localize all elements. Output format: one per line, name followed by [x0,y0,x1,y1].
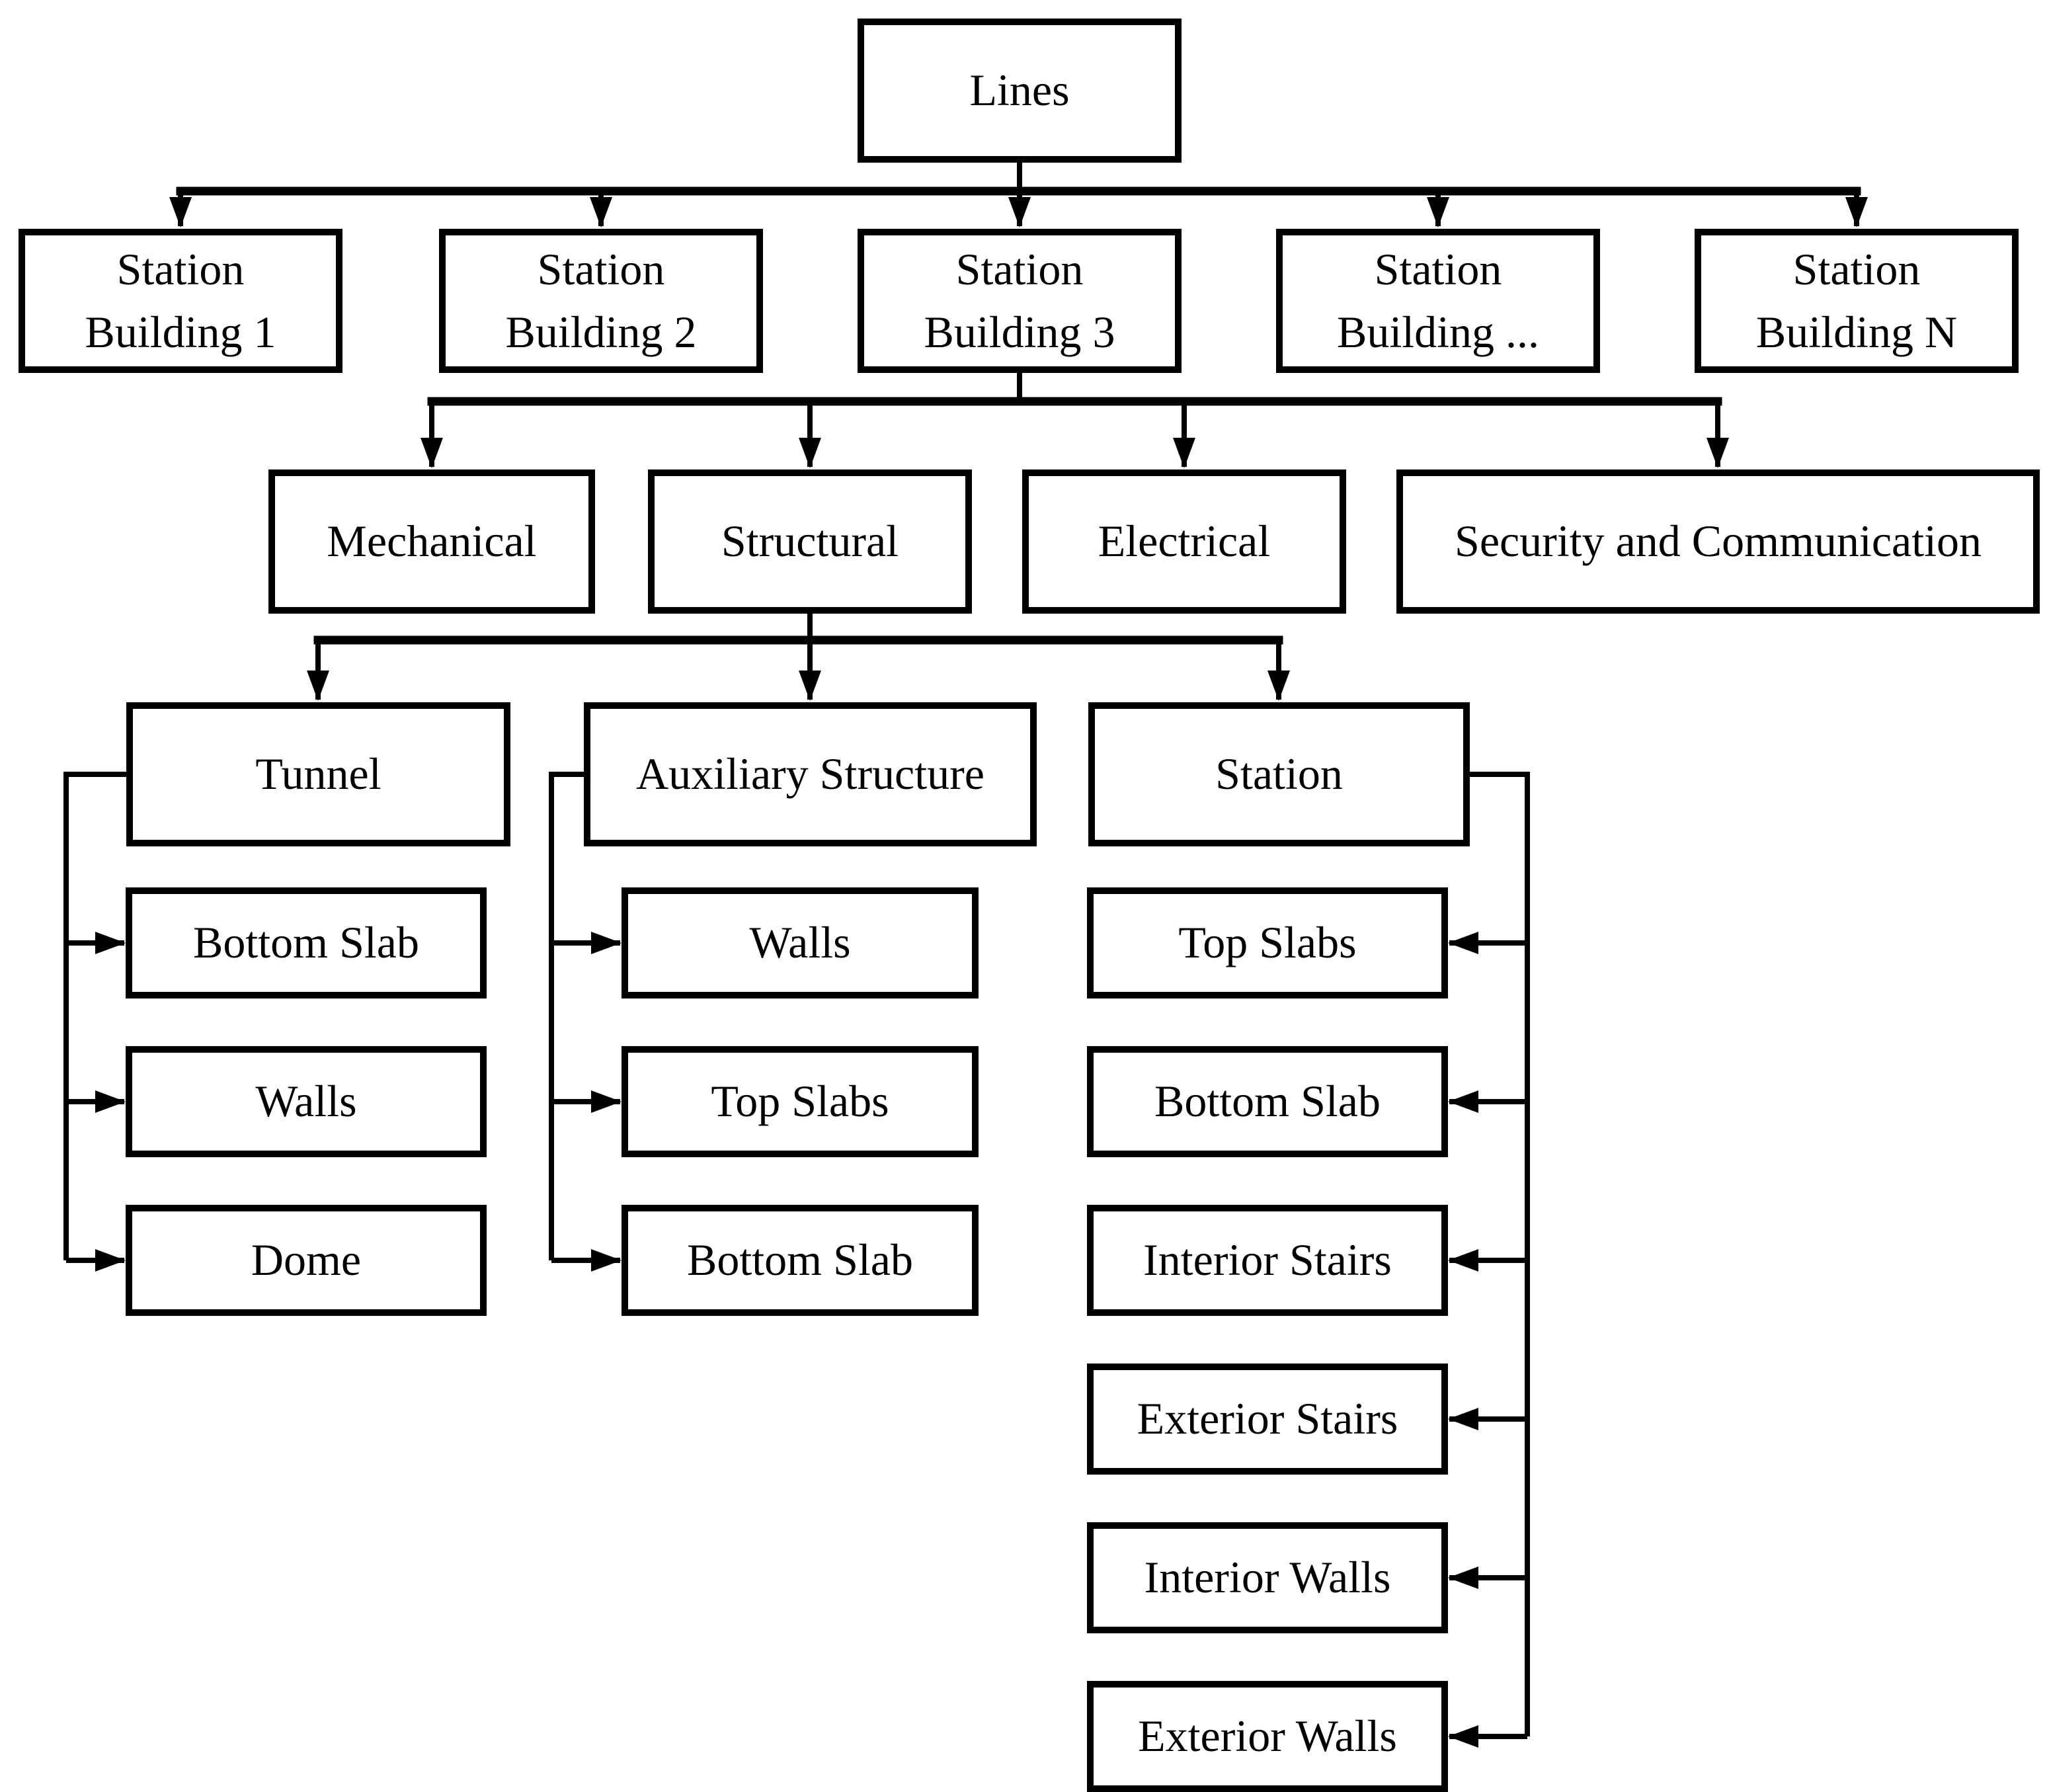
node-structural: Structural [648,469,972,614]
node-station-interior-stairs: Interior Stairs [1087,1205,1448,1316]
node-station-building-ellipsis: Station Building ... [1276,229,1600,373]
node-station-building-1: Station Building 1 [19,229,342,373]
node-aux-bottom-slab: Bottom Slab [622,1205,979,1316]
node-station-exterior-walls: Exterior Walls [1087,1681,1448,1792]
node-tunnel: Tunnel [126,702,510,846]
node-station-interior-walls: Interior Walls [1087,1522,1448,1633]
node-tunnel-walls: Walls [126,1046,487,1157]
connector-trunk [1470,772,1530,1736]
connector-lines-to-buildings [169,163,1868,227]
node-aux-top-slabs: Top Slabs [622,1046,979,1157]
connector-trunk [63,772,126,1260]
node-security-communication: Security and Communication [1396,469,2040,614]
node-station-building-3: Station Building 3 [858,229,1182,373]
connector-station-children [1448,772,1530,1748]
node-station-building-2: Station Building 2 [439,229,763,373]
node-tunnel-bottom-slab: Bottom Slab [126,887,487,998]
node-aux-walls: Walls [622,887,979,998]
node-station: Station [1088,702,1470,846]
node-tunnel-dome: Dome [126,1205,487,1316]
node-station-exterior-stairs: Exterior Stairs [1087,1364,1448,1475]
node-station-building-n: Station Building N [1695,229,2019,373]
node-station-top-slabs: Top Slabs [1087,887,1448,998]
node-electrical: Electrical [1022,469,1346,614]
node-mechanical: Mechanical [268,469,595,614]
connector-tunnel-children [63,772,126,1272]
node-lines: Lines [858,19,1182,163]
connector-building3-to-disciplines [421,373,1729,468]
node-station-bottom-slab: Bottom Slab [1087,1046,1448,1157]
connector-trunk [549,772,584,1260]
node-auxiliary-structure: Auxiliary Structure [584,702,1037,846]
connector-structural-to-groups [307,614,1290,701]
connector-auxiliary-children [549,772,622,1272]
